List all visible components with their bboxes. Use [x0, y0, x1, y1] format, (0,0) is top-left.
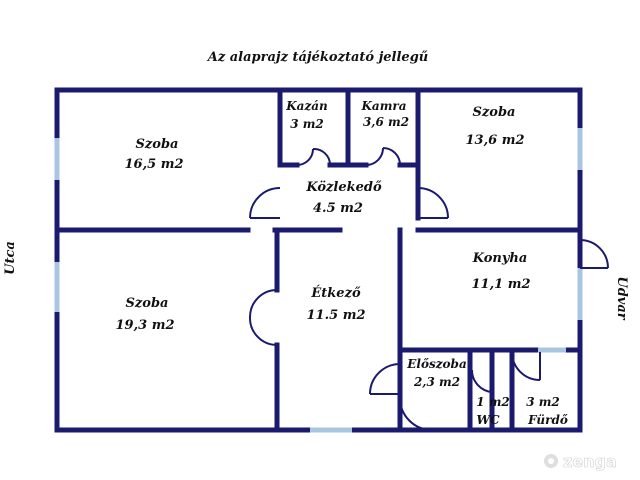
room-name-eloszoba: Előszoba — [406, 357, 466, 371]
room-name-etkezo: Étkező — [310, 285, 361, 301]
room-name-szoba-3: Szoba — [126, 296, 169, 311]
plan-title: Az alaprajz tájékoztató jellegű — [206, 50, 429, 65]
room-name-kamra: Kamra — [361, 99, 407, 113]
room-area-furdo: 3 m2 — [526, 395, 560, 409]
street-label: Utca — [3, 241, 18, 275]
room-area-kamra: 3,6 m2 — [363, 115, 409, 129]
room-area-szoba-1: 16,5 m2 — [125, 157, 184, 172]
windows — [54, 128, 583, 433]
room-name-szoba-1: Szoba — [136, 137, 179, 152]
room-area-szoba-3: 19,3 m2 — [116, 318, 175, 333]
room-name-kazan: Kazán — [285, 99, 328, 113]
zenga-watermark-text: zenga — [563, 452, 617, 471]
room-area-konyha: 11,1 m2 — [472, 277, 531, 292]
room-area-kazan: 3 m2 — [290, 117, 324, 131]
doors — [248, 147, 609, 431]
yard-label: Udvar — [614, 276, 629, 320]
room-area-wc: 1 m2 — [476, 395, 510, 409]
room-name-konyha: Konyha — [472, 251, 528, 266]
room-area-kozlekedo: 4.5 m2 — [313, 201, 363, 216]
zenga-watermark: zenga — [544, 452, 617, 471]
room-name-wc: WC — [476, 413, 499, 427]
zenga-logo-inner — [548, 458, 554, 464]
room-name-furdo: Fürdő — [527, 413, 568, 427]
room-name-szoba-2: Szoba — [473, 105, 516, 120]
room-area-etkezo: 11.5 m2 — [307, 308, 366, 323]
room-name-kozlekedo: Közlekedő — [305, 180, 382, 195]
room-labels: Szoba 16,5 m2 Kazán 3 m2 Kamra 3,6 m2 Sz… — [116, 99, 568, 427]
room-area-szoba-2: 13,6 m2 — [466, 133, 525, 148]
room-area-eloszoba: 2,3 m2 — [413, 375, 460, 389]
